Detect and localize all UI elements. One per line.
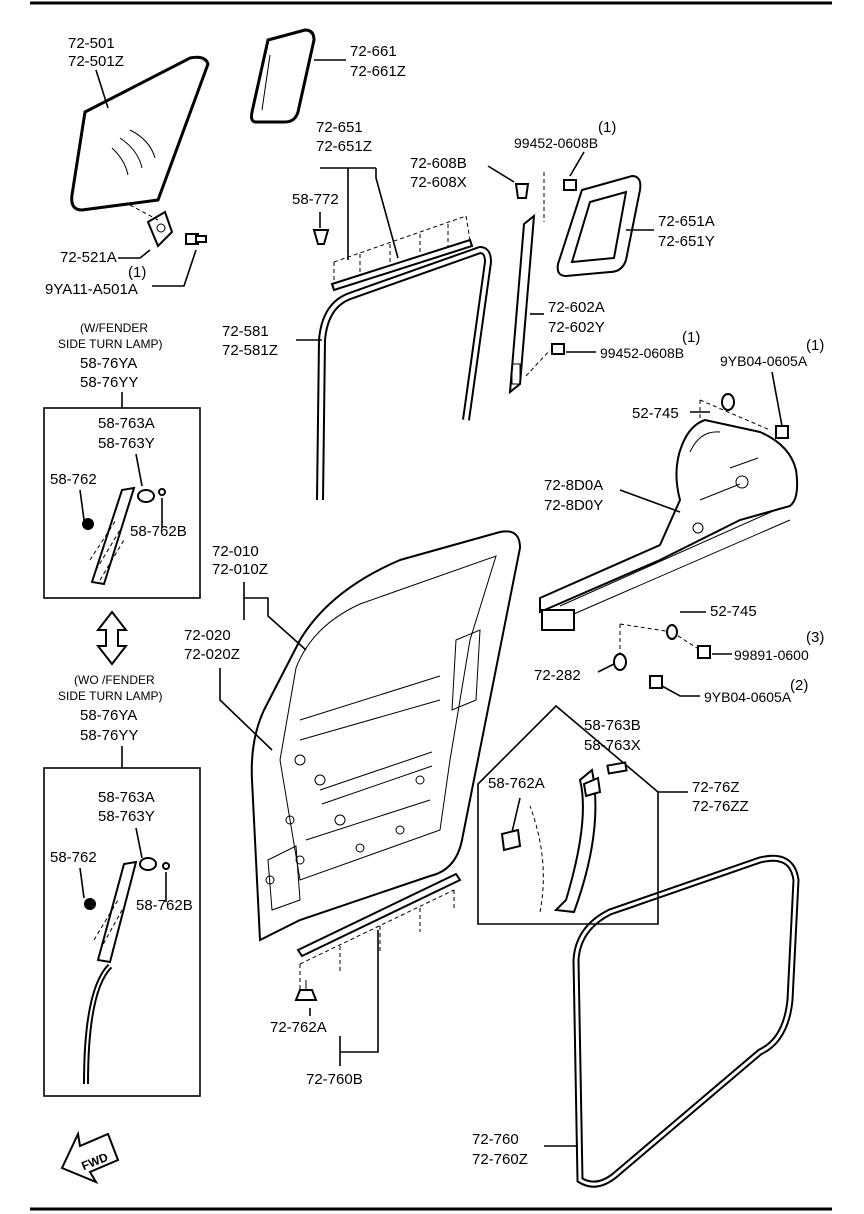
nut-9yb04-bot-label: 9YB04-0605A (704, 689, 792, 705)
bolt-608[interactable] (514, 183, 530, 199)
bolt-99452-top-label: 99452-0608B (514, 135, 598, 151)
glass-run-channel[interactable] (316, 246, 492, 501)
channel-602-label: 72-602A (548, 299, 605, 316)
lower-molding[interactable] (296, 872, 462, 990)
channel-label-alt: 72-581Z (222, 342, 278, 359)
clip-762a-bottom[interactable] (294, 980, 318, 1001)
seal-label-alt: 72-651Y (658, 233, 715, 250)
nut-99891-label: 99891-0600 (734, 647, 809, 663)
nut-99891[interactable] (697, 645, 711, 659)
channel-602-label-alt: 72-602Y (548, 319, 605, 336)
rail-label: 72-8D0A (544, 477, 603, 494)
bracket-label: 72-521A (60, 249, 117, 266)
box1-garnish-part[interactable] (82, 486, 166, 586)
bolt-99452-mid[interactable] (551, 343, 565, 355)
nut-9yb04-bottom[interactable] (649, 675, 663, 689)
nut-9yb04-top-qty: (1) (806, 337, 824, 354)
rail-label-alt: 72-8D0Y (544, 497, 603, 514)
washer-bottom[interactable] (666, 624, 678, 640)
quarter-glass-label-alt: 72-661Z (350, 63, 406, 80)
quarter-glass[interactable] (250, 28, 316, 124)
box2-garnish-1: 58-763A (98, 789, 155, 806)
washer-top[interactable] (721, 393, 735, 411)
bolt-608-label: 72-608B (410, 155, 467, 172)
box2-assy-1: 58-76YA (80, 707, 137, 724)
clip-58772[interactable] (312, 229, 330, 245)
bolt-9ya11-qty: (1) (128, 264, 146, 281)
door-label: 72-010 (212, 543, 259, 560)
box2-note-2: SIDE TURN LAMP) (58, 689, 162, 703)
weatherstrip-760-label-alt: 72-760Z (472, 1151, 528, 1168)
forward-arrow-icon: FWD (60, 1130, 120, 1185)
slide-door-panel[interactable] (250, 530, 522, 942)
rear-center-rail[interactable] (539, 418, 799, 631)
quarter-seal[interactable] (556, 174, 642, 278)
box1-clip-b: 58-762B (130, 523, 187, 540)
channel-label: 72-581 (222, 323, 269, 340)
bolt-608-label-alt: 72-608X (410, 174, 467, 191)
nut-9yb04-top-label: 9YB04-0605A (720, 353, 808, 369)
door-020-label-alt: 72-020Z (184, 646, 240, 663)
clip-762a-label: 58-762A (488, 775, 545, 792)
seal-label: 72-651A (658, 213, 715, 230)
box1-note-2: SIDE TURN LAMP) (58, 337, 162, 351)
washer-282-label: 72-282 (534, 667, 581, 684)
weatherstrip-760-label: 72-760 (472, 1131, 519, 1148)
garnish-inset-frame (477, 704, 659, 925)
door-weatherstrip[interactable] (572, 854, 800, 1188)
box1-garnish-1: 58-763A (98, 415, 155, 432)
door-glass[interactable] (70, 55, 210, 212)
clip-58772-label: 58-772 (292, 191, 339, 208)
bolt-9ya11[interactable] (185, 233, 207, 245)
swap-arrow-icon (95, 610, 129, 666)
box1-note-1: (W/FENDER (80, 321, 148, 335)
bolt-99452-top[interactable] (563, 179, 577, 191)
box2-note-1: (WO /FENDER (74, 673, 155, 687)
glass-bracket[interactable] (146, 210, 174, 248)
garnish-763b-label: 58-763B (584, 717, 641, 734)
box2-garnish-part[interactable] (83, 857, 170, 1085)
box1-clip: 58-762 (50, 471, 97, 488)
nut-9yb04-top[interactable] (775, 425, 789, 439)
bolt-99452-mid-label: 99452-0608B (600, 345, 684, 361)
box2-garnish-2: 58-763Y (98, 808, 155, 825)
bolt-99452-top-qty: (1) (598, 119, 616, 136)
weatherstrip-label: 72-651 (316, 119, 363, 136)
washer-282[interactable] (613, 653, 627, 671)
box1-assy-2: 58-76YY (80, 374, 138, 391)
glass-label-alt: 72-501Z (68, 53, 124, 70)
clip-762a-bottom-label: 72-762A (270, 1019, 327, 1036)
center-channel[interactable] (508, 213, 536, 395)
door-020-label: 72-020 (184, 627, 231, 644)
box1-assy-1: 58-76YA (80, 355, 137, 372)
bolt-9ya11-label: 9YA11-A501A (45, 281, 138, 298)
nut-99891-qty: (3) (806, 629, 824, 646)
box-without-lamp (43, 767, 201, 1097)
glass-label: 72-501 (68, 35, 115, 52)
box2-clip-b: 58-762B (136, 897, 193, 914)
box2-assy-2: 58-76YY (80, 727, 138, 744)
garnish-76z-label: 72-76Z (692, 779, 740, 796)
molding-label: 72-760B (306, 1071, 363, 1088)
box1-garnish-2: 58-763Y (98, 435, 155, 452)
garnish-76z-label-alt: 72-76ZZ (692, 798, 749, 815)
nut-9yb04-bot-qty: (2) (790, 677, 808, 694)
bolt-99452-mid-qty: (1) (682, 329, 700, 346)
belt-weatherstrip[interactable] (330, 215, 474, 292)
washer-top-label: 52-745 (632, 405, 679, 422)
box2-clip: 58-762 (50, 849, 97, 866)
garnish-763b-label-alt: 58-763X (584, 737, 641, 754)
washer-bottom-label: 52-745 (710, 603, 757, 620)
quarter-glass-label: 72-661 (350, 43, 397, 60)
box-with-lamp (43, 407, 201, 599)
weatherstrip-label-alt: 72-651Z (316, 138, 372, 155)
door-label-alt: 72-010Z (212, 561, 268, 578)
